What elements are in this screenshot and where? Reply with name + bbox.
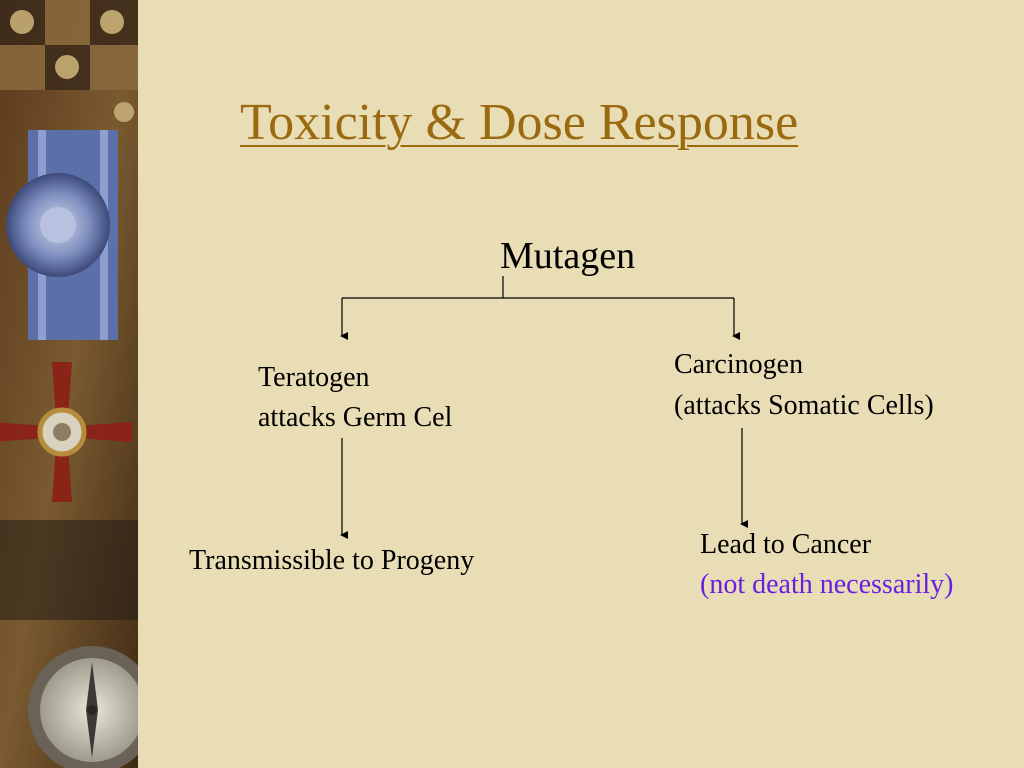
node-teratogen-title: Teratogen [258, 362, 370, 393]
node-cancer-note: (not death necessarily) [700, 569, 954, 600]
decorative-side-image [0, 0, 138, 768]
ribbon-medal-icon [6, 130, 118, 340]
node-progeny: Transmissible to Progeny [189, 545, 475, 576]
tile-pattern-icon [0, 0, 138, 122]
node-carcinogen-title: Carcinogen [674, 349, 804, 380]
node-cancer-title: Lead to Cancer [700, 529, 872, 560]
slide-title: Toxicity & Dose Response [240, 94, 799, 151]
node-teratogen-detail: attacks Germ Cel [258, 402, 453, 433]
node-mutagen: Mutagen [500, 235, 636, 277]
node-carcinogen-detail: (attacks Somatic Cells) [674, 390, 934, 421]
cross-order-icon [0, 362, 132, 502]
compass-icon [28, 646, 138, 768]
